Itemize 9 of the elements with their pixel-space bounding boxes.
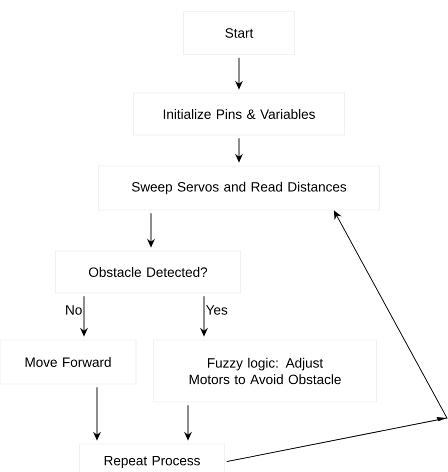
process-box: Repeat Process <box>79 444 225 472</box>
edge-label: No <box>66 305 82 315</box>
process-box: Fuzzy logic: Adjust Motors to Avoid Obstacle <box>153 340 377 402</box>
process-box: Move Forward <box>0 340 136 384</box>
process-box: Start <box>183 11 295 55</box>
process-box: Obstacle Detected? <box>55 250 241 294</box>
process-box: Initialize Pins & Variables <box>133 92 345 136</box>
edge-label: Yes <box>206 305 228 315</box>
process-box: Sweep Servos and Read Distances <box>98 166 380 210</box>
